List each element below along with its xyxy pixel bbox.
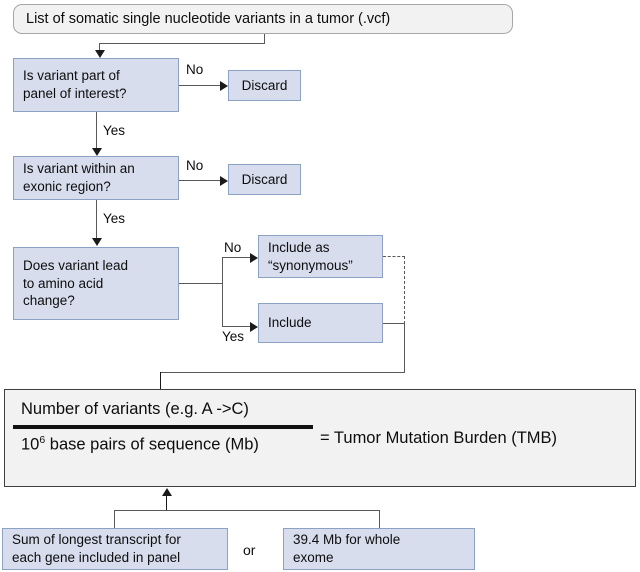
decision1-yes-label: Yes bbox=[103, 123, 126, 138]
decision3-no-label: No bbox=[224, 240, 242, 255]
decision2-line2: exonic region? bbox=[23, 179, 111, 194]
denominator-rest: base pairs of sequence (Mb) bbox=[45, 435, 259, 454]
decision2-no-label: No bbox=[186, 158, 204, 173]
decision1-no-label: No bbox=[186, 62, 204, 77]
arrow-into-formula-bottom bbox=[162, 488, 172, 496]
decision1-line2: panel of interest? bbox=[23, 86, 127, 101]
exome-source-line1: 39.4 Mb for whole bbox=[293, 532, 401, 548]
connector-decision2-yes bbox=[96, 200, 98, 239]
connector-include-across bbox=[383, 323, 405, 325]
connector-bracket-across bbox=[114, 510, 380, 512]
connector-decision3-yes bbox=[222, 326, 252, 328]
whole-exome-node[interactable]: 39.4 Mb for whole exome bbox=[283, 528, 475, 570]
connector-start-to-decision1 bbox=[99, 43, 101, 52]
formula-numerator: Number of variants (e.g. A ->C) bbox=[21, 400, 249, 418]
discard-node-2[interactable]: Discard bbox=[228, 164, 301, 195]
include-synonymous-line2: “synonymous” bbox=[268, 257, 353, 273]
decision1-line1: Is variant part of bbox=[23, 68, 120, 84]
denominator-base: 10 bbox=[21, 435, 40, 454]
tmb-formula-box[interactable]: Number of variants (e.g. A ->C) 106 base… bbox=[4, 389, 636, 487]
start-node-variant-list[interactable]: List of somatic single nucleotide varian… bbox=[13, 4, 513, 34]
arrow-into-decision3 bbox=[92, 238, 102, 246]
connector-include-down bbox=[404, 323, 406, 373]
include-label: Include bbox=[268, 315, 312, 331]
arrow-into-discard1 bbox=[220, 81, 228, 91]
panel-transcript-sum-node[interactable]: Sum of longest transcript for each gene … bbox=[2, 528, 228, 570]
connector-include-to-formula bbox=[160, 372, 405, 374]
connector-decision3-branch bbox=[222, 257, 224, 327]
connector-bracket-right-down bbox=[379, 510, 381, 530]
formula-denominator: 106 base pairs of sequence (Mb) bbox=[13, 431, 313, 460]
connector-bracket-left-down bbox=[114, 510, 116, 530]
connector-decision3-stem bbox=[179, 283, 223, 285]
include-synonymous-line1: Include as bbox=[268, 239, 330, 255]
start-node-label: List of somatic single nucleotide varian… bbox=[26, 10, 391, 27]
discard-node-1[interactable]: Discard bbox=[228, 70, 301, 101]
arrow-into-decision2 bbox=[92, 148, 102, 156]
connector-decision1-no bbox=[179, 85, 221, 87]
decision2-yes-label: Yes bbox=[103, 211, 126, 226]
or-label: or bbox=[243, 542, 256, 558]
decision2-line1: Is variant within an bbox=[23, 161, 135, 177]
fraction-bar bbox=[13, 425, 313, 429]
decision3-line1: Does variant lead bbox=[23, 258, 129, 274]
discard1-label: Discard bbox=[241, 77, 288, 93]
arrow-into-include-synonymous bbox=[250, 253, 258, 263]
decision-panel-of-interest[interactable]: Is variant part of panel of interest? bbox=[13, 58, 179, 112]
exome-source-line2: exome bbox=[293, 550, 334, 565]
decision3-line2: to amino acid bbox=[23, 275, 104, 291]
connector-bracket-stem bbox=[166, 495, 168, 511]
connector-synonymous-dashed-across bbox=[383, 256, 405, 257]
connector-synonymous-dashed-down bbox=[404, 256, 405, 324]
panel-source-line1: Sum of longest transcript for bbox=[12, 532, 181, 548]
connector-decision3-no bbox=[222, 257, 252, 259]
decision3-yes-label: Yes bbox=[222, 329, 245, 344]
include-node[interactable]: Include bbox=[258, 303, 383, 343]
decision-amino-acid-change[interactable]: Does variant lead to amino acid change? bbox=[13, 247, 179, 320]
decision-exonic-region[interactable]: Is variant within an exonic region? bbox=[13, 156, 179, 200]
arrow-into-include bbox=[250, 322, 258, 332]
discard2-label: Discard bbox=[241, 171, 288, 187]
connector-start-down bbox=[264, 34, 266, 44]
arrow-into-decision1 bbox=[95, 50, 105, 58]
decision3-line3: change? bbox=[23, 293, 75, 309]
connector-decision2-no bbox=[179, 180, 221, 182]
tmb-fraction: Number of variants (e.g. A ->C) 106 base… bbox=[13, 396, 313, 460]
connector-formula-drop bbox=[160, 372, 162, 394]
include-as-synonymous-node[interactable]: Include as “synonymous” bbox=[258, 235, 383, 278]
denominator-exponent: 6 bbox=[39, 433, 46, 446]
arrow-into-discard2 bbox=[220, 176, 228, 186]
tmb-equals-label: = Tumor Mutation Burden (TMB) bbox=[320, 429, 558, 447]
connector-start-across bbox=[99, 43, 265, 45]
connector-decision1-yes bbox=[96, 112, 98, 150]
panel-source-line2: each gene included in panel bbox=[12, 550, 181, 565]
